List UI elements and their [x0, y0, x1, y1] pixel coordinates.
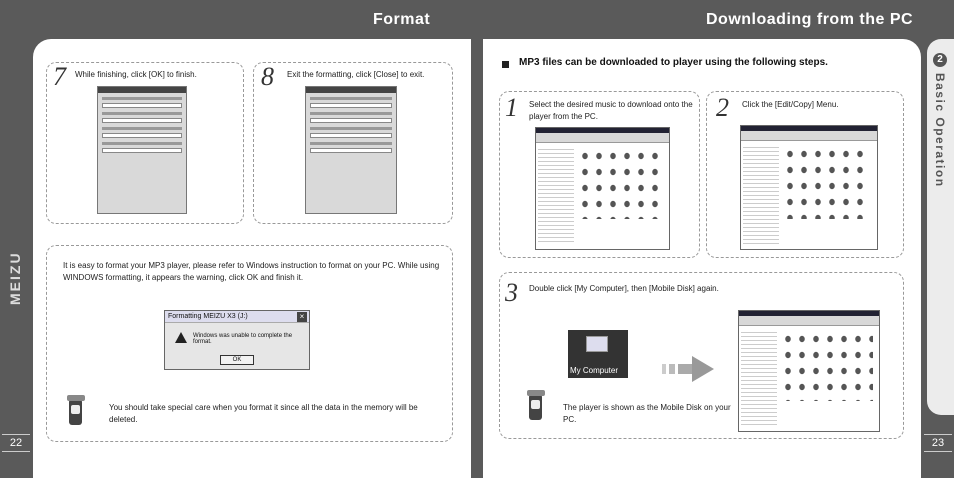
step-3-text: Double click [My Computer], then [Mobile…: [529, 284, 719, 293]
arrow-right-icon: [662, 356, 714, 382]
format-note-text: You should take special care when you fo…: [109, 403, 418, 424]
format-error-dialog: Formatting MEIZU X3 (J:) × Windows was u…: [164, 310, 310, 370]
step-3-number: 3: [505, 278, 518, 307]
step-8-text: Exit the formatting, click [Close] to ex…: [287, 70, 425, 79]
page-title-downloading: Downloading from the PC: [706, 11, 914, 28]
close-icon[interactable]: ×: [297, 312, 307, 322]
step-2-text: Click the [Edit/Copy] Menu.: [742, 100, 839, 109]
warning-icon: [175, 332, 187, 343]
step-8-number: 8: [261, 62, 274, 91]
explorer-screenshot-1: [535, 127, 670, 250]
step-2-number: 2: [716, 93, 729, 122]
page-title-format: Format: [373, 11, 431, 28]
dialog-message: Windows was unable to complete the forma…: [193, 333, 293, 345]
explorer-screenshot-3: [738, 310, 880, 432]
page-number-left: 22: [2, 434, 30, 452]
step-7-text: While finishing, click [OK] to finish.: [75, 70, 197, 79]
bullet-icon: [502, 61, 509, 68]
ok-button[interactable]: OK: [220, 355, 254, 365]
step-7-number: 7: [53, 62, 66, 91]
dialog-title: Formatting MEIZU X3 (J:): [165, 311, 309, 323]
section-tab: 2 Basic Operation: [927, 39, 954, 415]
format-dialog-screenshot: [97, 86, 187, 214]
format-close-screenshot: [305, 86, 397, 214]
section-label: Basic Operation: [933, 73, 947, 188]
page-number-right: 23: [924, 434, 952, 452]
download-lead-text: MP3 files can be downloaded to player us…: [519, 57, 828, 68]
explorer-screenshot-2: [740, 125, 878, 250]
section-number: 2: [933, 53, 947, 67]
step-1-number: 1: [505, 93, 518, 122]
my-computer-icon: My Computer: [568, 330, 628, 378]
format-intro-text: It is easy to format your MP3 player, pl…: [63, 261, 440, 282]
mascot-icon: [64, 395, 88, 429]
brand-logo: MEIZU: [7, 251, 23, 305]
mascot-icon-2: [524, 390, 548, 424]
mobile-disk-note: The player is shown as the Mobile Disk o…: [563, 403, 731, 424]
step-1-text: Select the desired music to download ont…: [529, 100, 693, 121]
